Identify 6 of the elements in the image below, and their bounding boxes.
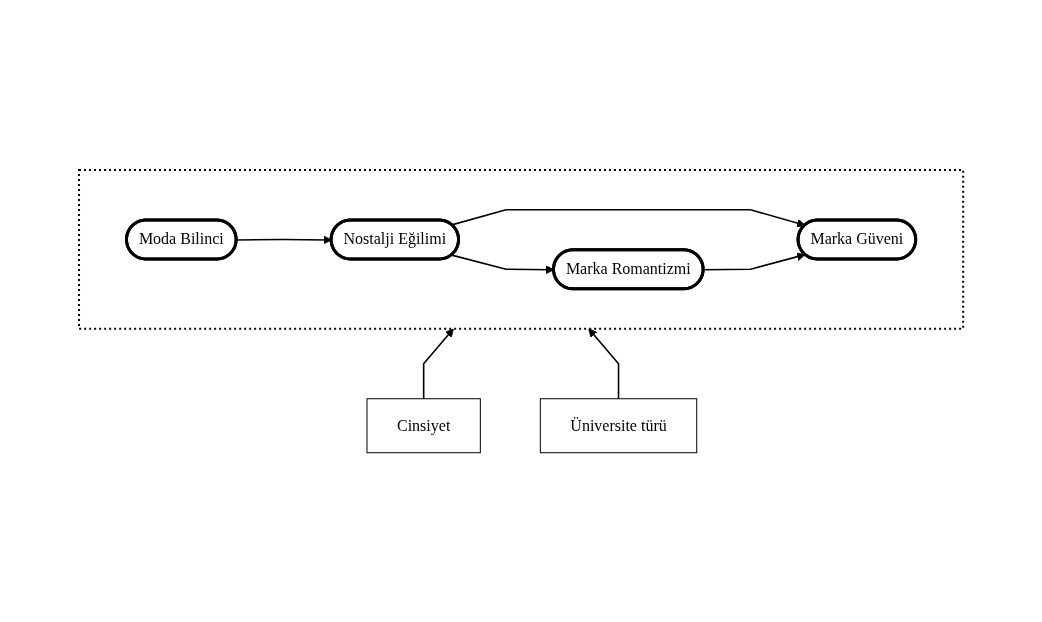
arrow [235,235,332,244]
node-box: Üniversite türü [539,397,698,453]
node-box: Cinsiyet [366,397,481,453]
arrow [702,252,806,271]
arrow [588,327,620,400]
arrow [422,327,454,400]
